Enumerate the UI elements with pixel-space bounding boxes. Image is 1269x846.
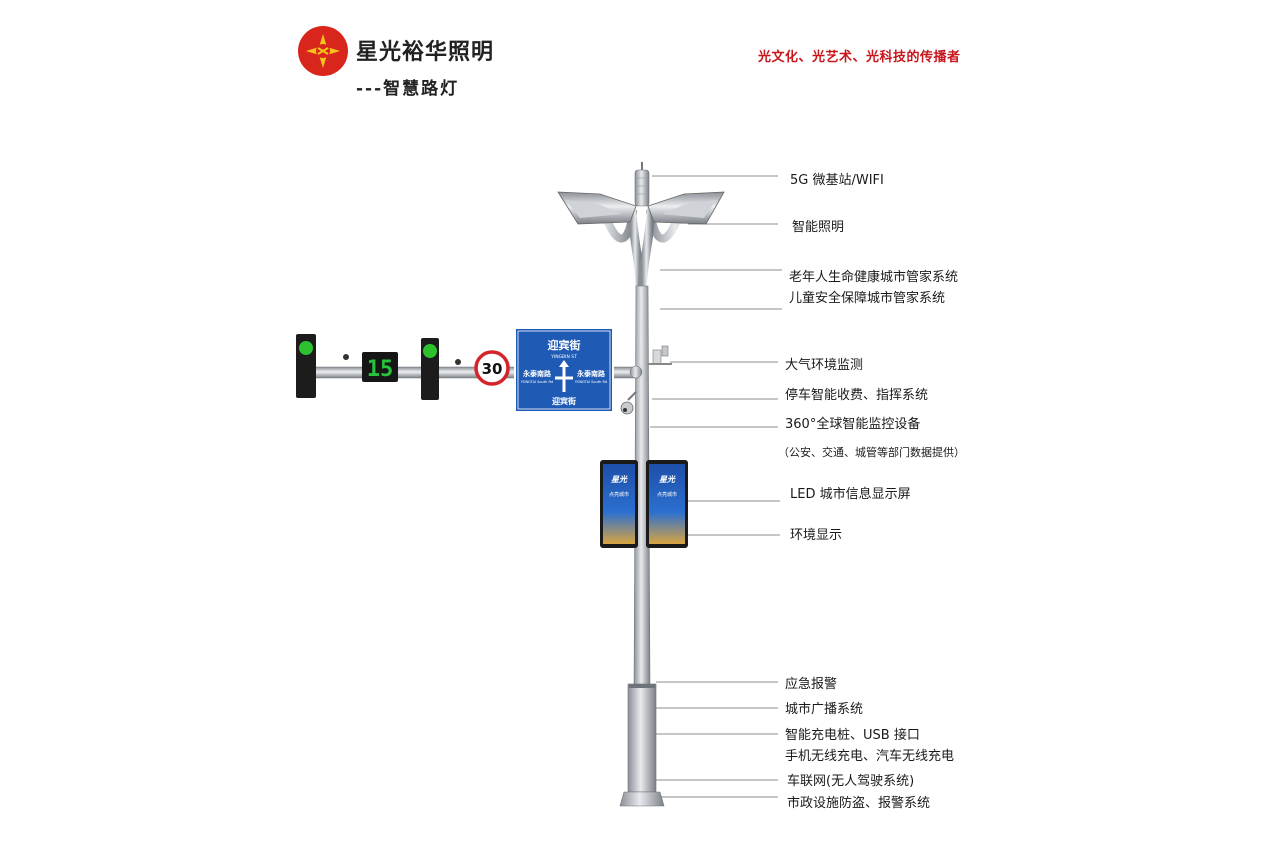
street-right-name: 永泰南路: [576, 369, 606, 378]
green-light-icon: [423, 344, 437, 358]
street-top-pinyin: YINGBIN ST: [550, 354, 577, 360]
feature-v2x: 车联网(无人驾驶系统): [787, 774, 915, 789]
brand-subtitle: ---智慧路灯: [356, 79, 460, 99]
feature-360-camera: 360°全球智能监控设备: [785, 417, 921, 432]
street-top-name: 迎宾街: [548, 338, 581, 352]
pole-base: [627, 683, 657, 793]
feature-emergency-alarm: 应急报警: [785, 677, 838, 692]
feature-child-safety: 儿童安全保障城市管家系统: [789, 291, 946, 306]
countdown-display: [362, 352, 398, 382]
street-right-pinyin: YONGTAI South Rd: [575, 380, 607, 384]
crossroad-icon: [555, 364, 573, 392]
led-right-text: 点亮城市: [657, 491, 677, 498]
countdown-number: 15: [367, 357, 394, 382]
feature-led-screen: LED 城市信息显示屏: [790, 487, 911, 502]
speed-limit-value: 30: [482, 360, 503, 378]
led-left-text: 点亮城市: [609, 491, 629, 498]
feature-5g-wifi: 5G 微基站/WIFI: [790, 173, 884, 188]
led-right-logo: 星光: [659, 475, 676, 484]
antenna-rings: [636, 177, 648, 195]
leader-lines: [650, 175, 782, 798]
feature-env-display: 环境显示: [790, 528, 843, 543]
street-left-pinyin: YONGTAI South Rd: [521, 380, 553, 384]
feature-air-monitoring: 大气环境监测: [785, 358, 864, 373]
feature-camera-note: （公安、交通、城管等部门数据提供）: [778, 446, 965, 459]
feature-anti-theft: 市政设施防盗、报警系统: [787, 796, 931, 811]
feature-charging: 智能充电桩、USB 接口: [785, 728, 920, 743]
feature-broadcast: 城市广播系统: [785, 702, 864, 717]
street-left-name: 永泰南路: [522, 369, 552, 378]
feature-parking-system: 停车智能收费、指挥系统: [785, 388, 929, 403]
feature-elderly-health: 老年人生命健康城市管家系统: [789, 270, 959, 285]
slogan: 光文化、光艺术、光科技的传播者: [758, 50, 961, 65]
camera-icon: [620, 401, 634, 415]
feature-wireless-charging: 手机无线充电、汽车无线充电: [785, 749, 955, 764]
brand-name: 星光裕华照明: [356, 40, 495, 65]
brand-logo-icon: [298, 26, 348, 76]
air-monitor-icon: [652, 349, 662, 365]
feature-smart-lighting: 智能照明: [792, 220, 845, 235]
street-bottom-name: 迎宾街: [552, 396, 576, 406]
speed-limit-sign: [474, 350, 510, 386]
led-left-logo: 星光: [611, 475, 628, 484]
green-light-icon: [299, 341, 313, 355]
antenna-5g: [634, 169, 650, 207]
